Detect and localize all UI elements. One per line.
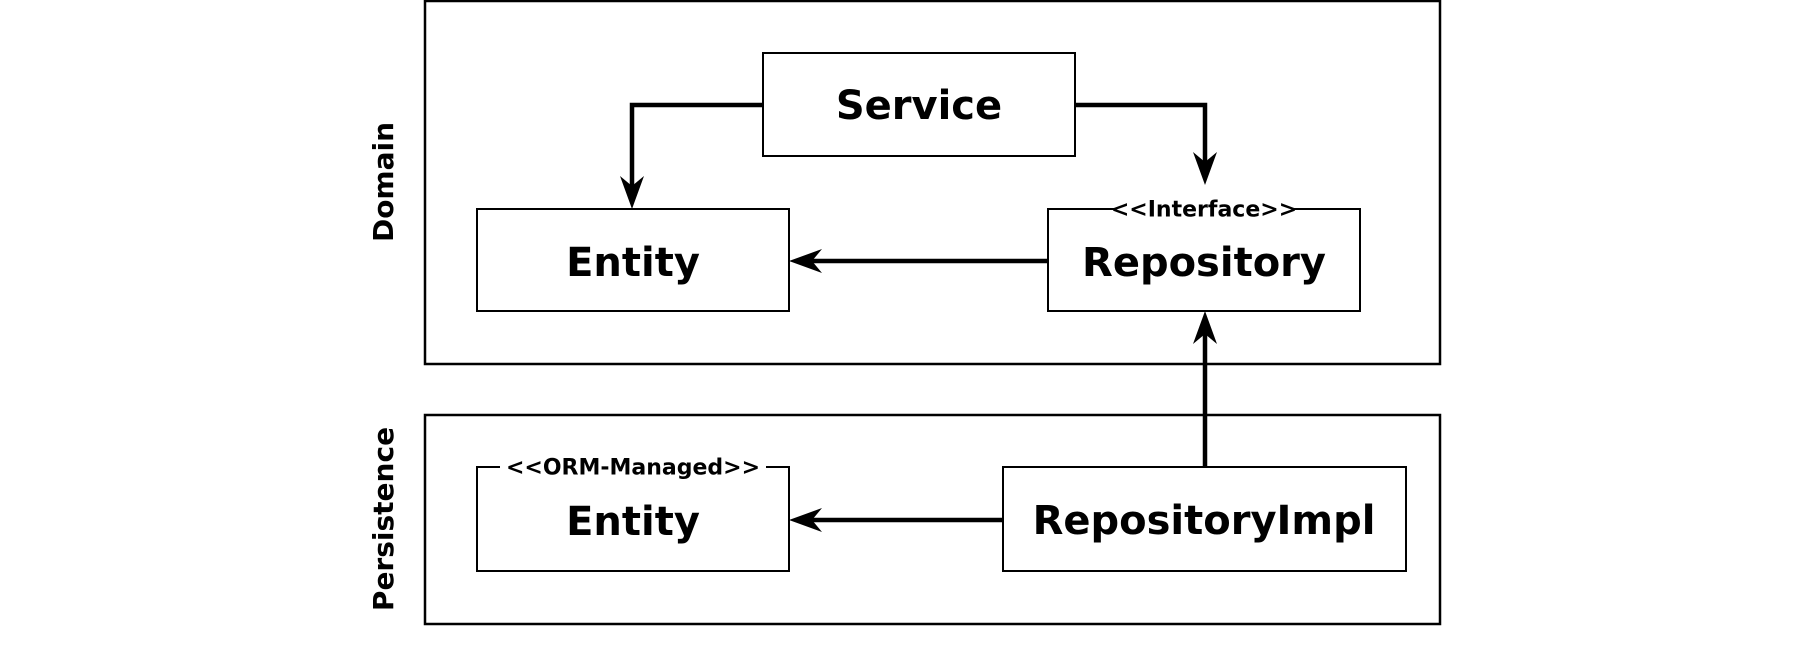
domain-layer-label: Domain bbox=[367, 122, 400, 242]
edge-service-to-repository bbox=[1075, 102, 1208, 172]
domain-entity-node: Entity bbox=[476, 208, 790, 312]
arrowhead-service-to-repository bbox=[1193, 152, 1217, 185]
arrowhead-repository-to-entity bbox=[789, 249, 822, 273]
orm-entity-stereotype: <<ORM-Managed>> bbox=[506, 456, 760, 481]
arrowhead-repositoryimpl-to-orm-entity bbox=[789, 508, 822, 532]
orm-entity-node: <<ORM-Managed>> Entity bbox=[476, 455, 790, 572]
orm-entity-label: Entity bbox=[566, 499, 700, 545]
orm-entity-stereotype-background bbox=[500, 455, 766, 479]
repository-stereotype: <<Interface>> bbox=[1111, 198, 1297, 223]
orm-entity-box bbox=[476, 466, 790, 572]
persistence-layer-label: Persistence bbox=[367, 427, 400, 611]
service-label: Service bbox=[836, 83, 1002, 129]
repository-impl-node: RepositoryImpl bbox=[1002, 466, 1407, 572]
arrowhead-service-to-entity bbox=[620, 176, 644, 209]
service-box bbox=[762, 52, 1076, 157]
repository-impl-box bbox=[1002, 466, 1407, 572]
repository-node: <<Interface>> Repository bbox=[1047, 197, 1361, 312]
repository-label: Repository bbox=[1082, 240, 1326, 286]
edge-service-to-entity bbox=[629, 102, 763, 196]
arrowhead-repositoryimpl-to-repository bbox=[1193, 311, 1217, 344]
repository-impl-label: RepositoryImpl bbox=[1033, 498, 1376, 544]
repository-stereotype-background bbox=[1114, 197, 1294, 221]
domain-entity-label: Entity bbox=[566, 240, 700, 286]
service-node: Service bbox=[762, 52, 1076, 157]
repository-box bbox=[1047, 208, 1361, 312]
domain-entity-box bbox=[476, 208, 790, 312]
